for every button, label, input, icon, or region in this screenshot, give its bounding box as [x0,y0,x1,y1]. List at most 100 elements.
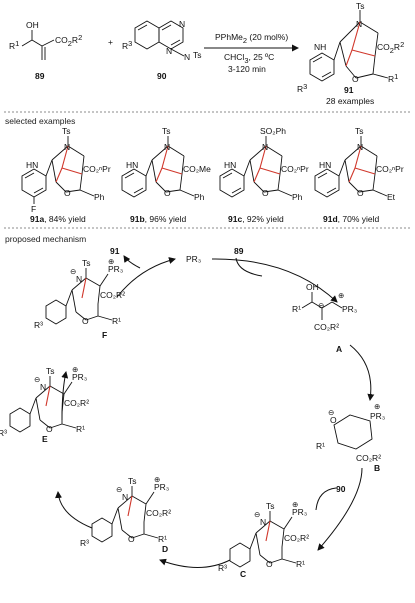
anion-charge: ⊖ [116,485,122,494]
n-label: N [357,142,363,152]
r3-label: R³ [218,563,227,573]
nh-label: HN [26,160,38,170]
ester-label: CO₂R² [314,322,339,332]
r1-label: R¹ [76,424,85,434]
anion-charge: ⊖ [318,301,324,310]
ts-label: Ts [193,50,202,60]
o-label: O [357,188,364,198]
selected-examples-heading: selected examples [5,116,75,126]
ts-label: Ts [82,258,91,268]
pr3-label: PR₃ [370,411,385,421]
n-label: N [40,382,46,392]
nh-label: HN [126,160,138,170]
solvent-text: CHCl3, 25 ºC [224,52,274,65]
cation-charge: ⊕ [374,402,380,411]
ester-label: CO₂ⁿPr [281,164,309,174]
o-label: O [262,188,269,198]
example-caption: 91a, 84% yield [30,214,86,224]
pr3-label: PR₃ [72,372,87,382]
r3-label: R³ [80,538,89,548]
product-91: Ts N NH O CO2R2 R1 R3 91 28 examples [297,1,404,106]
ester-label: CO₂ⁿPr [83,164,111,174]
catalyst-pr3: PR₃ [186,254,201,264]
intermediate-label: B [374,463,380,473]
nh-label: HN [224,160,236,170]
ester-label: CO₂R² [64,398,89,408]
example-caption: 91d, 70% yield [323,214,380,224]
anion-charge: ⊖ [328,408,334,417]
r1-label: R1 [9,39,19,51]
nh-label: NH [314,42,326,52]
fluoro-label: F [31,204,36,214]
released-91: 91 [110,246,120,256]
substituent-label: Ph [194,192,205,202]
substituent-label: Ph [94,192,105,202]
o-label: O [266,559,273,569]
r3-label: R³ [34,320,43,330]
n1-label: N [179,19,185,29]
ts-label: Ts [128,476,137,486]
n2-label: N [166,46,172,56]
input-89: 89 [234,246,244,256]
ester-label: CO₂Me [183,164,211,174]
n-label: N [164,142,170,152]
substituent-label: Et [387,192,396,202]
r3-label: R³ [0,428,7,438]
input-90: 90 [336,484,346,494]
arrow-pr3-to-A [211,258,338,303]
ester-label: CO₂R² [356,453,381,463]
n-substituent: Ts [62,126,71,136]
compound-89-label: 89 [35,71,45,81]
ester-label: CO₂ⁿPr [376,164,404,174]
anion-charge: ⊖ [34,375,40,384]
anion-charge: ⊖ [254,510,260,519]
n-label: N [262,142,268,152]
ester-label: CO2R2 [377,40,404,55]
r3-label: R3 [122,39,132,51]
o-label: O [46,424,53,434]
compound-90-label: 90 [157,71,167,81]
r1-label: R¹ [296,559,305,569]
n-substituent: Ts [355,126,364,136]
arrow-90-in [315,487,337,511]
catalyst-text: PPhMe2 (20 mol%) [215,32,288,45]
time-text: 3-120 min [228,64,266,74]
r1-label: R¹ [112,316,121,326]
intermediate-label: A [336,344,342,354]
r3-label: R3 [297,82,307,94]
r1-label: R1 [388,72,398,84]
cation-charge: ⊕ [292,500,298,509]
ester-label: CO₂R² [284,533,309,543]
intermediate-label: E [42,434,48,444]
pr3-label: PR₃ [342,304,357,314]
o-label: O [82,316,89,326]
n-label: N [356,19,362,29]
oh-label: OH [306,282,319,292]
anion-charge: ⊖ [70,267,76,276]
pr3-label: PR₃ [108,264,123,274]
arrow-B-to-C [317,467,363,551]
n-label: N [260,517,266,527]
cation-charge: ⊕ [338,291,344,300]
mechanism-heading: proposed mechanism [5,234,86,244]
o-label: O [330,415,337,425]
o-label: O [64,188,71,198]
o-label: O [128,534,135,544]
o-label: O [352,74,359,84]
r1-label: R¹ [292,304,301,314]
n-substituent: SO₂Ph [260,126,286,136]
pr3-label: PR₃ [154,482,169,492]
reactant-90: N N N Ts R3 90 [122,19,202,81]
cation-charge: ⊕ [154,475,160,484]
n3-label: N [184,52,190,62]
ester-label: CO₂R² [100,290,125,300]
cation-charge: ⊕ [72,365,78,374]
pr3-label: PR₃ [292,507,307,517]
arrow-D-to-E [55,491,93,529]
